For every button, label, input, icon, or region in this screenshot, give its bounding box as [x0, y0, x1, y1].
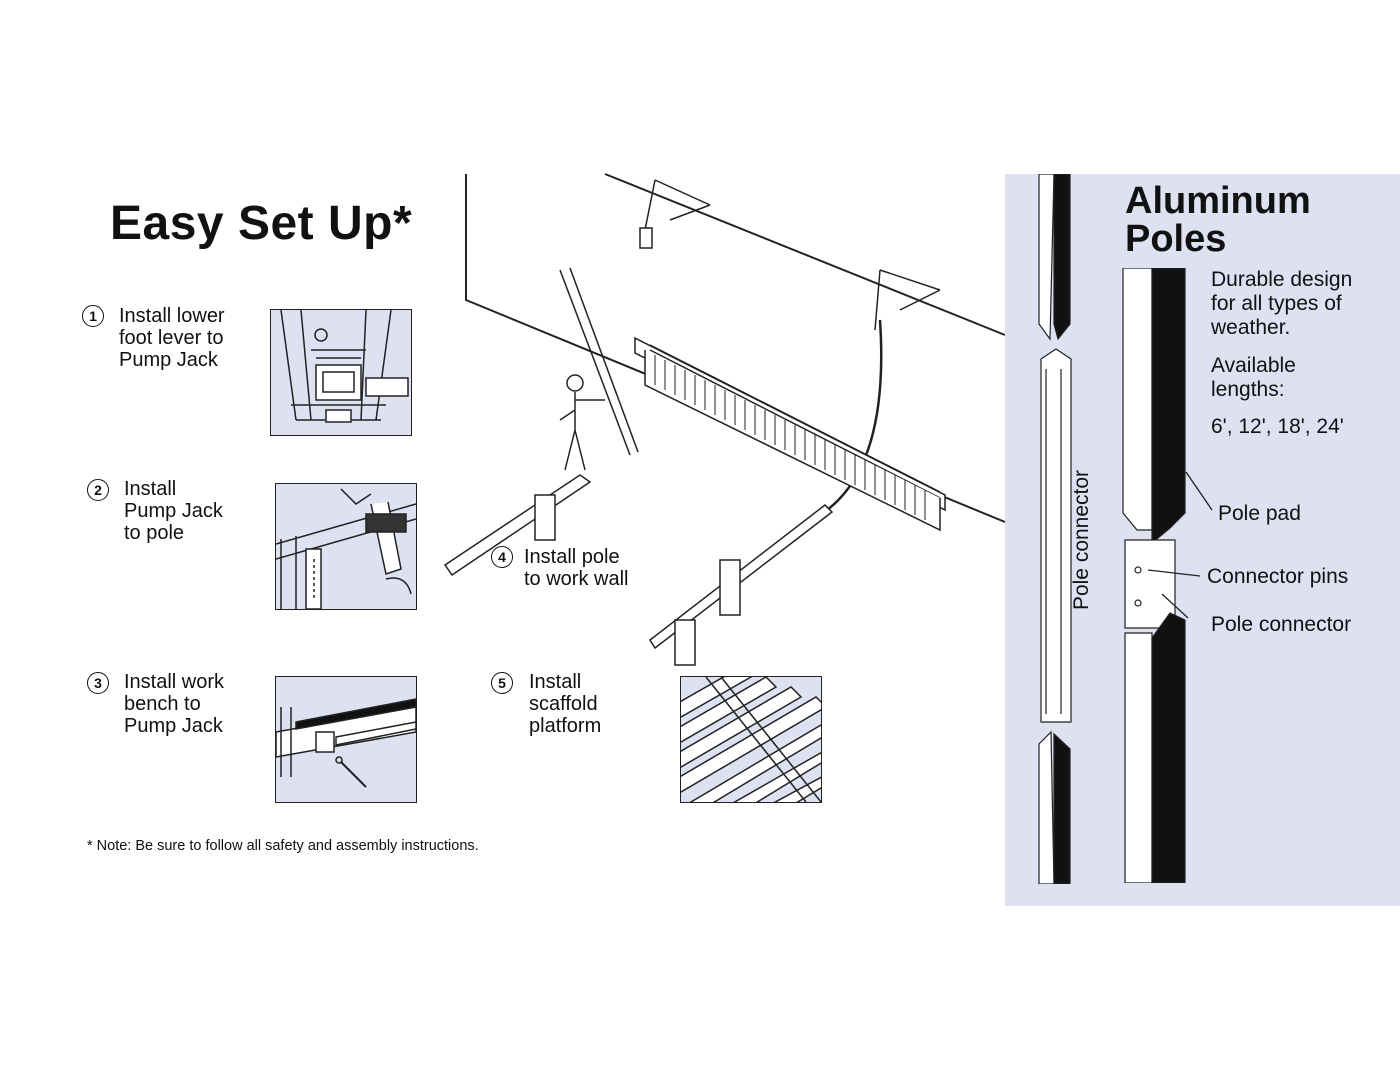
step-5-image — [680, 676, 822, 803]
poles-title: Aluminum Poles — [1125, 180, 1311, 260]
step-5-text: Install scaffold platform — [529, 671, 602, 737]
step-1-image — [270, 309, 412, 436]
work-bench-illustration — [276, 698, 416, 788]
pole-column-left — [1036, 173, 1086, 885]
step-4-text: Install pole to work wall — [524, 546, 629, 590]
pole-connector-label: Pole connector — [1211, 613, 1352, 636]
step-4-number: 4 — [491, 546, 513, 568]
page-title: Easy Set Up* — [110, 197, 413, 250]
pump-jack-scene — [440, 170, 1010, 670]
pole-detail — [1120, 267, 1190, 884]
scaffold-scene-illustration — [443, 173, 1006, 666]
step-2-image — [275, 483, 417, 610]
available-lengths-values: 6', 12', 18', 24' — [1211, 415, 1344, 438]
safety-note: * Note: Be sure to follow all safety and… — [87, 838, 479, 854]
step-5-number: 5 — [491, 672, 513, 694]
step-2-text: Install Pump Jack to pole — [124, 478, 223, 544]
pole-detail-illustration — [1122, 267, 1186, 884]
available-lengths-label: Available lengths: — [1211, 354, 1296, 401]
pump-jack-pole-illustration — [276, 488, 416, 609]
foot-lever-illustration — [280, 310, 409, 423]
step-1-text: Install lower foot lever to Pump Jack — [119, 305, 225, 371]
pole-pad-label: Pole pad — [1218, 502, 1301, 525]
step-3-number: 3 — [87, 672, 109, 694]
step-2-number: 2 — [87, 479, 109, 501]
pole-connector-vertical-label: Pole connector — [1070, 469, 1093, 611]
step-3-text: Install work bench to Pump Jack — [124, 671, 225, 737]
connector-pins-label: Connector pins — [1207, 565, 1349, 588]
poles-description: Durable design for all types of weather. — [1211, 268, 1353, 339]
scaffold-platform-illustration — [681, 677, 821, 802]
callout-leaders — [1147, 471, 1213, 619]
step-3-image — [275, 676, 417, 803]
pole-assembly-illustration — [1038, 173, 1072, 885]
step-1-number: 1 — [82, 305, 104, 327]
